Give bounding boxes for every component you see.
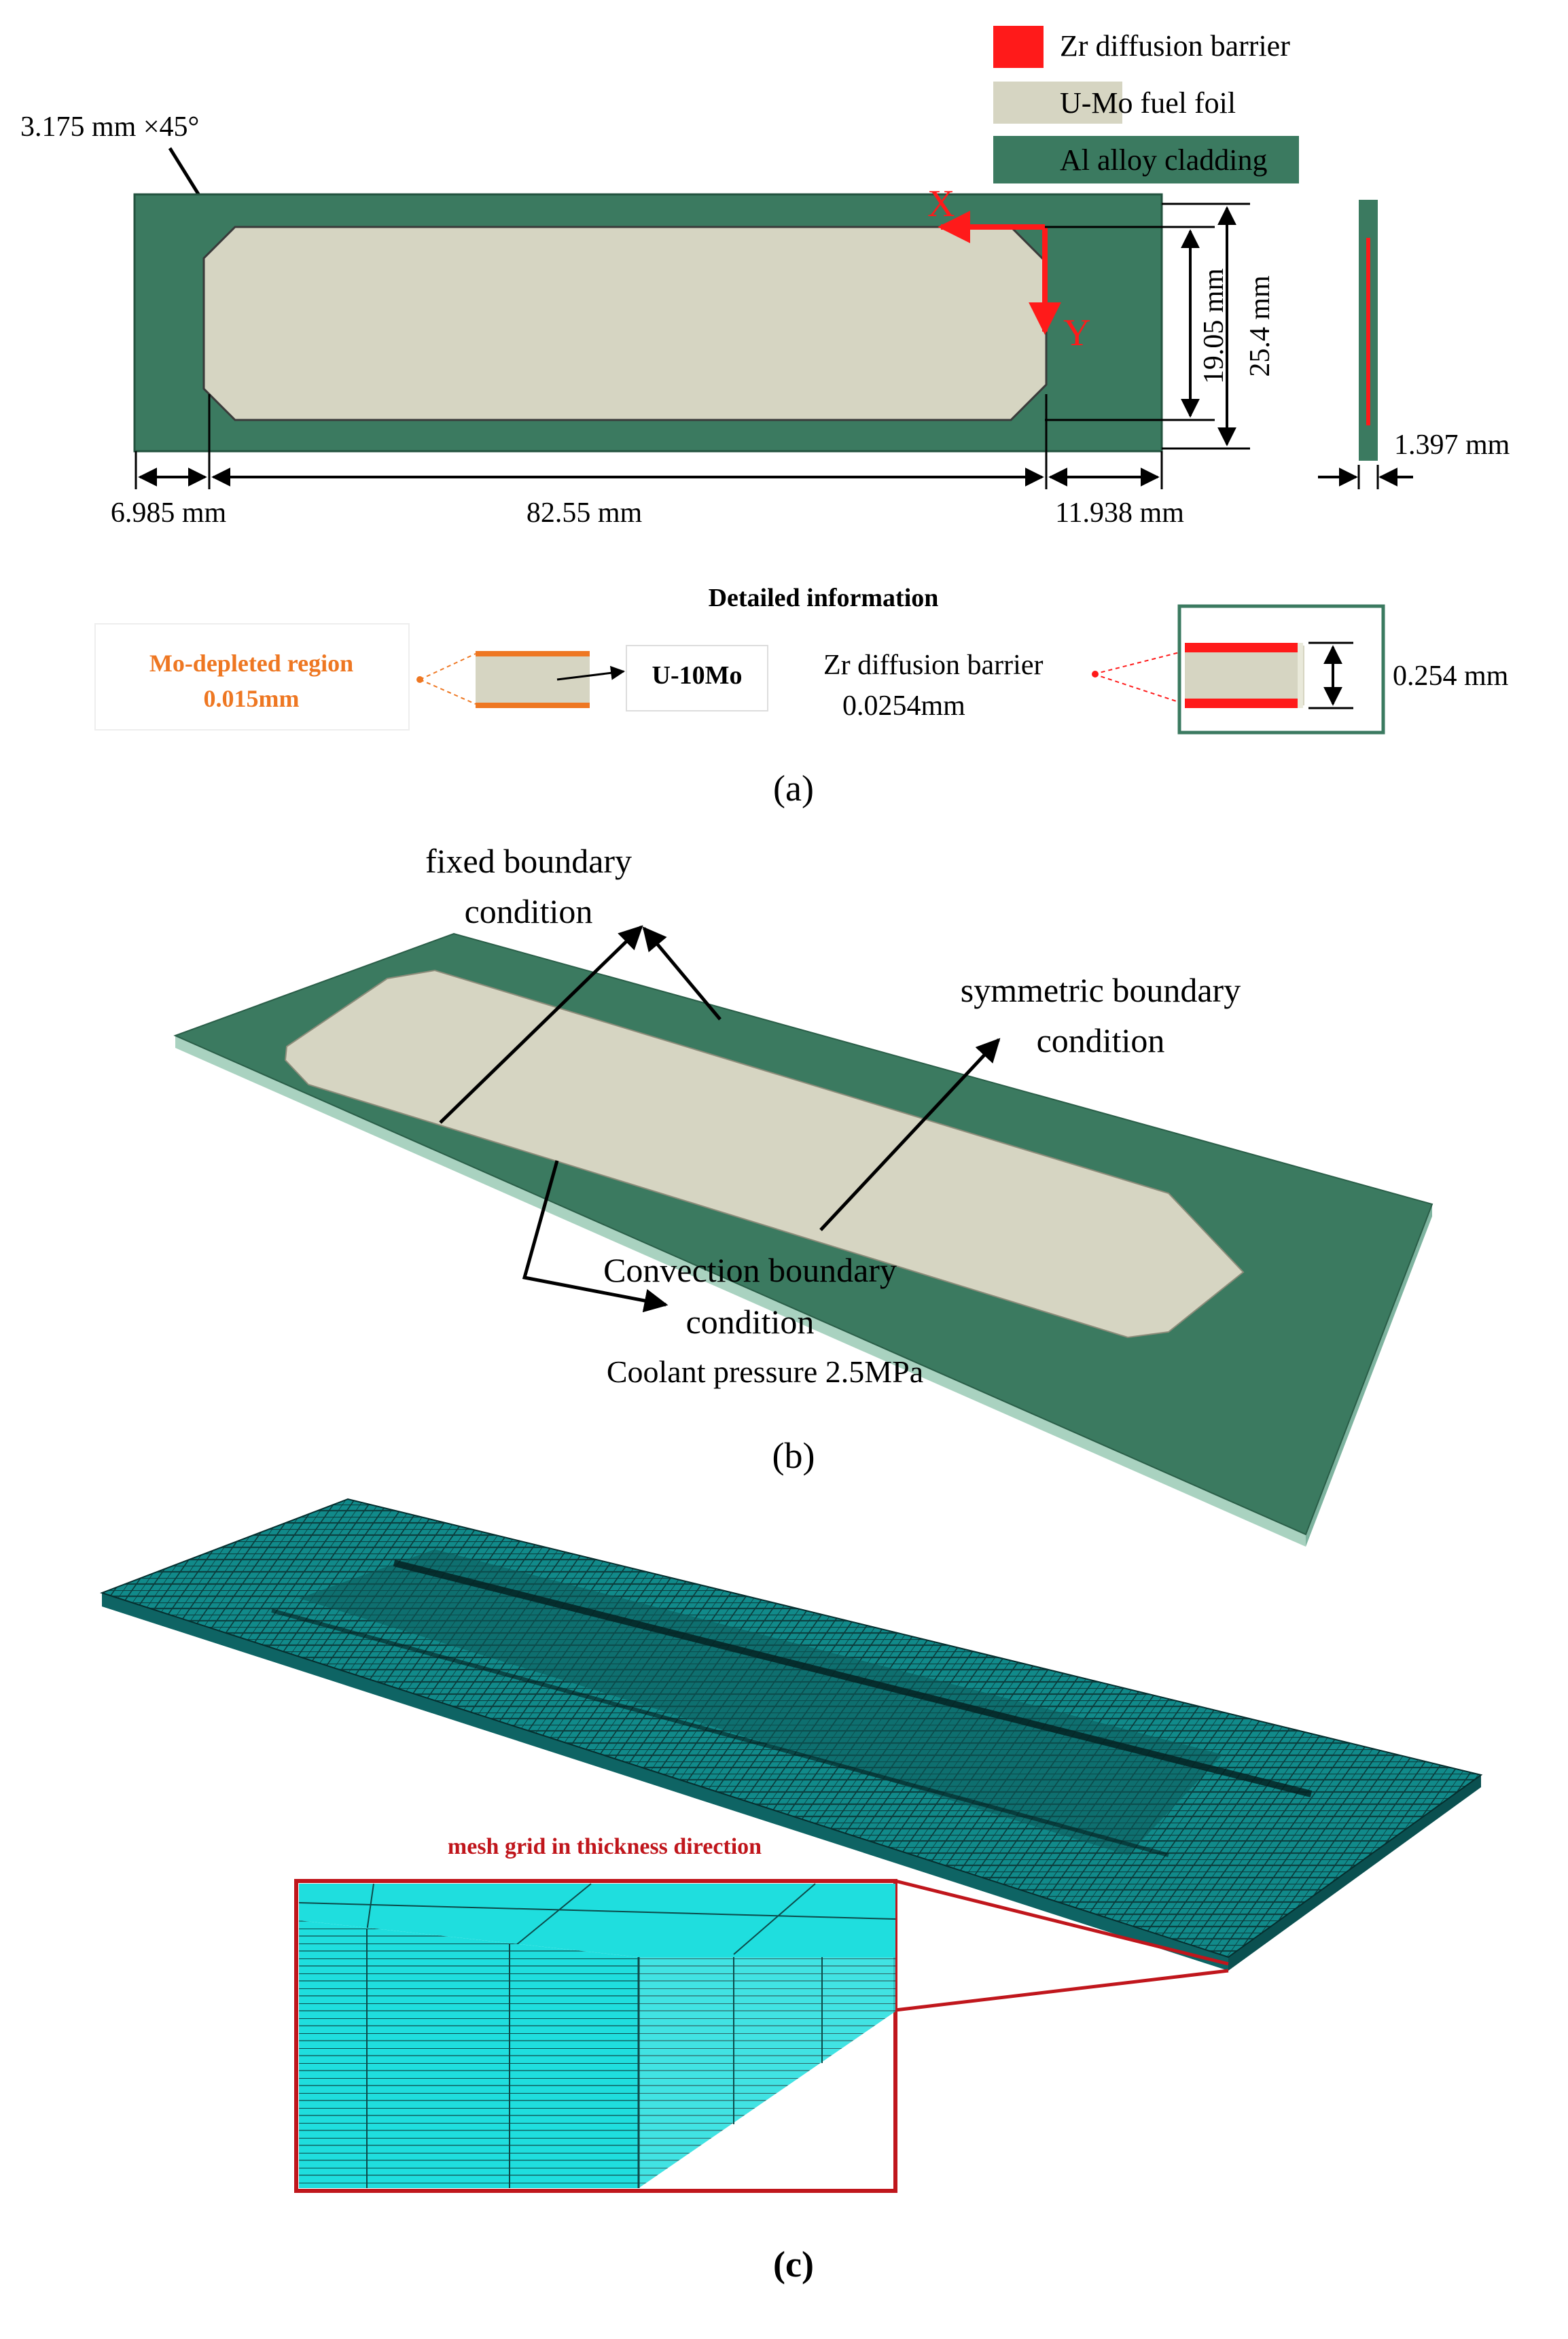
callout-line-bottom	[895, 1969, 1229, 2012]
fixed-arrow-1	[439, 925, 643, 1124]
symmetric-arrow	[819, 1038, 1001, 1231]
symmetric-label-2: condition	[1037, 1021, 1165, 1059]
mesh-grid-label: mesh grid in thickness direction	[448, 1834, 762, 1859]
caption-c: (c)	[773, 2244, 814, 2285]
foil-thickness-label: 0.254 mm	[1393, 661, 1509, 692]
panel-c: mesh grid in thickness direction (c)	[99, 1498, 1483, 2285]
legend-label-zr-barrier: Zr diffusion barrier	[1060, 29, 1290, 63]
mo-depleted-value: 0.015mm	[204, 685, 300, 712]
caption-a: (a)	[773, 768, 814, 809]
chamfer-label: 3.175 mm ×45°	[20, 111, 199, 143]
legend: Zr diffusion barrier U-Mo fuel foil Al a…	[993, 26, 1299, 183]
coolant-label: Coolant pressure 2.5MPa	[607, 1354, 923, 1389]
caption-b: (b)	[772, 1435, 815, 1476]
convection-label-1: Convection boundary	[603, 1251, 897, 1289]
mo-depleted-label: Mo-depleted region	[149, 650, 353, 677]
legend-swatch-al-cladding	[993, 136, 1299, 183]
dim-foil-width: 19.05 mm	[1198, 268, 1230, 385]
coordinate-axes: X Y	[927, 183, 1090, 354]
dim-left-margin: 6.985 mm	[111, 497, 227, 529]
u10mo-label: U-10Mo	[652, 661, 743, 690]
horizontal-dimensions: 6.985 mm 82.55 mm 11.938 mm	[111, 394, 1184, 529]
legend-swatch-umo-foil	[993, 82, 1122, 124]
zr-barrier-label: Zr diffusion barrier	[823, 650, 1043, 681]
fixed-label-2: condition	[465, 892, 593, 930]
dim-thickness: 1.397 mm	[1394, 429, 1510, 461]
side-view: 1.397 mm	[1318, 200, 1510, 489]
detail-title: Detailed information	[709, 584, 939, 612]
fixed-arrow-2	[642, 926, 721, 1021]
fuel-foil-3d	[284, 969, 1245, 1339]
panel-a: Zr diffusion barrier U-Mo fuel foil Al a…	[20, 26, 1510, 809]
convection-label-2: condition	[686, 1303, 815, 1341]
zoom-mesh-block	[298, 1883, 896, 2188]
vertical-dimensions: 19.05 mm 25.4 mm	[1045, 203, 1276, 450]
callout-line-top	[895, 1879, 1229, 1966]
zr-barrier-detail: Zr diffusion barrier 0.0254mm 0.254 mm	[823, 604, 1509, 735]
dim-foil-length: 82.55 mm	[527, 497, 643, 529]
axis-y-label: Y	[1063, 312, 1090, 354]
legend-label-al-cladding: Al alloy cladding	[1060, 143, 1268, 177]
zr-barrier-value: 0.0254mm	[842, 690, 965, 722]
dim-right-margin: 11.938 mm	[1055, 497, 1184, 529]
panel-b: fixed boundary condition symmetric bound…	[173, 842, 1433, 1547]
legend-swatch-zr-barrier	[993, 26, 1044, 68]
mo-depleted-detail: Mo-depleted region 0.015mm U-10Mo	[94, 623, 768, 731]
dim-plate-width: 25.4 mm	[1245, 275, 1276, 377]
legend-label-umo-foil: U-Mo fuel foil	[1060, 86, 1236, 120]
fixed-label-1: fixed boundary	[425, 842, 632, 880]
symmetric-label-1: symmetric boundary	[961, 971, 1241, 1009]
fuel-foil	[202, 226, 1048, 421]
convection-arrow	[522, 1160, 669, 1313]
axis-x-label: X	[927, 183, 955, 225]
